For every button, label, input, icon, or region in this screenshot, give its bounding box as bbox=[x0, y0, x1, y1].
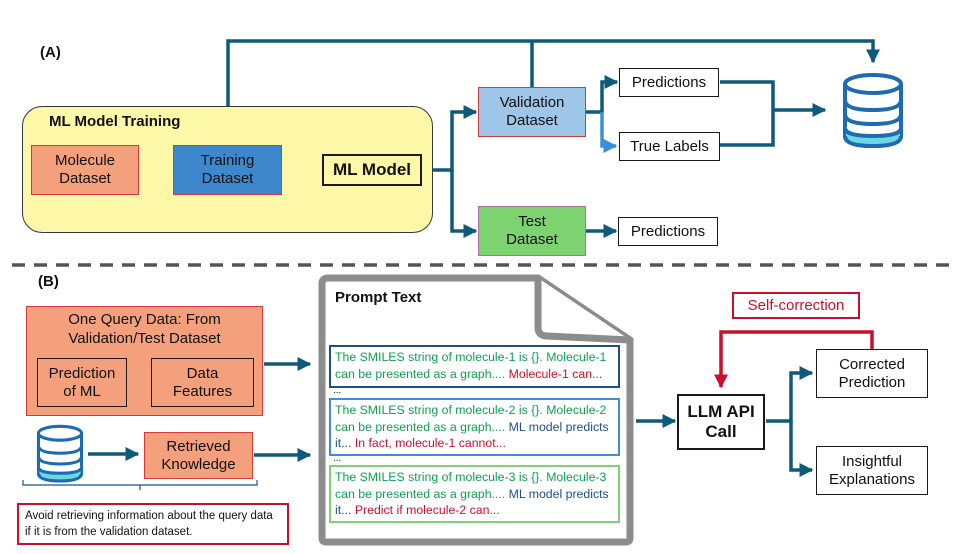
arrow-model-to-test bbox=[450, 170, 478, 238]
bracket bbox=[22, 480, 258, 490]
test-dataset-box: Test Dataset bbox=[478, 206, 586, 256]
arrow-validation-to-true-labels bbox=[600, 112, 618, 153]
insightful-explanations-box: Insightful Explanations bbox=[816, 446, 928, 495]
prompt-block-2-instruction: In fact, molecule-1 cannot... bbox=[354, 436, 506, 451]
retrieval-note: Avoid retrieving information about the q… bbox=[17, 503, 289, 545]
prompt-block-2: The SMILES string of molecule-2 is {}. M… bbox=[329, 398, 620, 456]
database-icon bbox=[36, 424, 84, 483]
ml-model-box: ML Model bbox=[322, 154, 422, 186]
panel-b-label: (B) bbox=[38, 273, 59, 290]
corrected-prediction-box: Corrected Prediction bbox=[816, 349, 928, 398]
prompt-block-3-instruction: Predict if molecule-2 can... bbox=[354, 503, 500, 518]
prompt-block-2-ml-prediction: ML model predicts it... bbox=[335, 419, 609, 451]
panel-a-label: (A) bbox=[40, 44, 61, 61]
prompt-block-1-instruction: Molecule-1 can... bbox=[508, 366, 603, 381]
validation-dataset-box: Validation Dataset bbox=[478, 87, 586, 137]
prompt-block-2-context: The SMILES string of molecule-2 is {}. M… bbox=[335, 403, 607, 434]
prompt-ellipsis-1: ... bbox=[333, 385, 342, 396]
prompt-document-fold bbox=[534, 278, 631, 344]
prompt-text-title: Prompt Text bbox=[335, 289, 422, 306]
self-correction-label: Self-correction bbox=[732, 292, 860, 319]
query-data-title: One Query Data: From Validation/Test Dat… bbox=[68, 311, 221, 347]
prompt-block-3-context: The SMILES string of molecule-3 is {}. M… bbox=[335, 470, 607, 501]
prompt-block-3-ml-prediction: ML model predicts it... bbox=[335, 486, 609, 518]
arrow-llm-to-explanations bbox=[789, 421, 814, 477]
prompt-document-outline bbox=[318, 274, 634, 546]
arrow-llm-to-corrected bbox=[766, 366, 814, 423]
retrieved-knowledge-box: Retrieved Knowledge bbox=[144, 432, 253, 479]
arrow-validation-to-predictions bbox=[586, 75, 619, 114]
ml-model-training-title: ML Model Training bbox=[49, 113, 181, 130]
prompt-block-3: The SMILES string of molecule-3 is {}. M… bbox=[329, 465, 620, 523]
validation-predictions-box: Predictions bbox=[619, 68, 719, 97]
test-predictions-box: Predictions bbox=[618, 217, 718, 246]
database-icon bbox=[843, 73, 903, 149]
line-predictions-merge bbox=[720, 80, 775, 147]
arrow-model-to-validation bbox=[423, 105, 478, 172]
training-dataset-box: Training Dataset bbox=[173, 145, 282, 195]
molecule-dataset-box: Molecule Dataset bbox=[31, 145, 139, 195]
prompt-ellipsis-2: ... bbox=[333, 453, 342, 464]
prompt-block-1-context: The SMILES string of molecule-1 is {}. M… bbox=[335, 350, 607, 381]
data-features-box: Data Features bbox=[151, 358, 254, 407]
llm-api-call-box: LLM API Call bbox=[677, 394, 765, 450]
self-correction-loop bbox=[714, 330, 874, 389]
arrow-training-to-db bbox=[226, 39, 880, 146]
query-data-box: One Query Data: From Validation/Test Dat… bbox=[26, 306, 263, 416]
prediction-of-ml-box: Prediction of ML bbox=[37, 358, 127, 407]
prompt-block-1: The SMILES string of molecule-1 is {}. M… bbox=[329, 345, 620, 388]
true-labels-box: True Labels bbox=[619, 132, 720, 161]
